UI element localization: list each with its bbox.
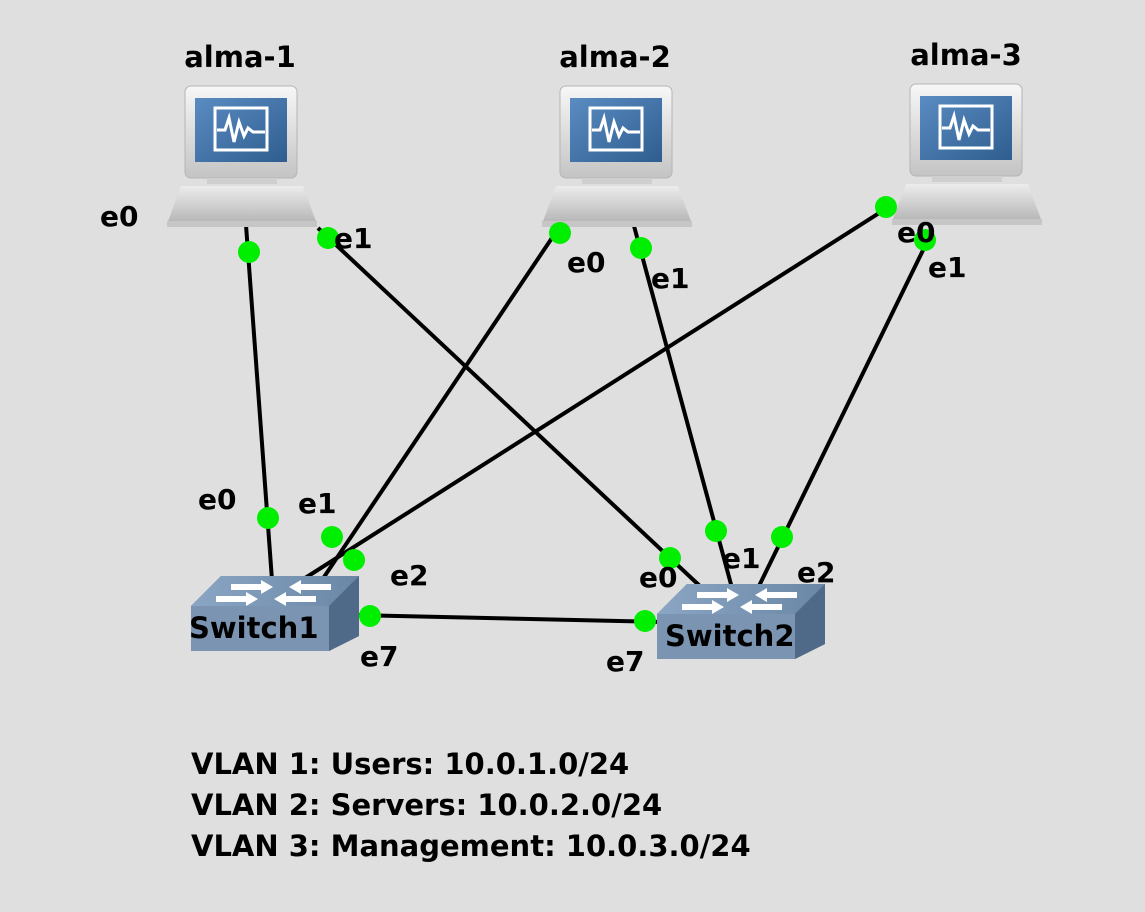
host-label-alma-3: alma-3 [910,38,1022,72]
port-label-switch1-e7: e7 [360,640,398,673]
port-label-alma1-e1: e1 [334,222,372,255]
switch-label-switch2: Switch2 [665,619,795,653]
port-dot-alma1-e0 [238,241,260,263]
port-label-alma3-e1: e1 [928,251,966,284]
port-label-switch2-e2: e2 [797,556,835,589]
port-dot-alma3-e1 [914,229,936,251]
port-dot-alma2-e0 [549,222,571,244]
link-alma3-e0-switch1-e2[interactable] [300,201,897,582]
link-alma2-e0-switch1-e1[interactable] [320,224,562,582]
port-label-alma2-e1: e1 [651,262,689,295]
vlan-note-line-1: VLAN 1: Users: 10.0.1.0/24 [191,747,630,781]
vlan-note-line-2: VLAN 2: Servers: 10.0.2.0/24 [191,788,663,822]
port-dot-switch1-e7 [359,605,381,627]
port-dot-switch2-e1 [705,520,727,542]
port-label-switch1-e0: e0 [198,483,236,516]
port-label-switch1-e1: e1 [298,487,336,520]
computer-monitor-icon [540,84,694,229]
vlan-note: VLAN 1: Users: 10.0.1.0/24 VLAN 2: Serve… [191,744,751,867]
host-alma-1[interactable] [165,84,319,229]
port-dot-alma3-e0 [875,196,897,218]
port-dot-switch2-e2 [771,526,793,548]
port-label-alma2-e0: e0 [567,246,605,279]
port-dot-switch1-e1 [321,526,343,548]
port-dot-alma1-e1 [317,227,339,249]
host-label-alma-2: alma-2 [559,40,671,74]
port-dot-switch1-e2 [343,549,365,571]
vlan-note-line-3: VLAN 3: Management: 10.0.3.0/24 [191,829,751,863]
link-alma1-e1-switch2-e0[interactable] [316,226,704,590]
port-dot-alma2-e1 [630,237,652,259]
computer-monitor-icon [890,82,1044,227]
host-label-alma-1: alma-1 [184,40,296,74]
port-dot-switch2-e0 [659,547,681,569]
link-switch1-e7-switch2-e7[interactable] [355,613,663,624]
port-label-alma1-e0: e0 [100,200,138,233]
port-label-switch2-e0: e0 [639,561,677,594]
computer-monitor-icon [165,84,319,229]
port-dot-switch1-e0 [257,507,279,529]
port-label-switch2-e7: e7 [606,645,644,678]
host-alma-2[interactable] [540,84,694,229]
port-label-switch1-e2: e2 [390,559,428,592]
port-label-alma3-e0: e0 [897,216,935,249]
port-label-switch2-e1: e1 [722,542,760,575]
port-dot-switch2-e7 [634,610,656,632]
host-alma-3[interactable] [890,82,1044,227]
switch-label-switch1: Switch1 [189,611,319,645]
